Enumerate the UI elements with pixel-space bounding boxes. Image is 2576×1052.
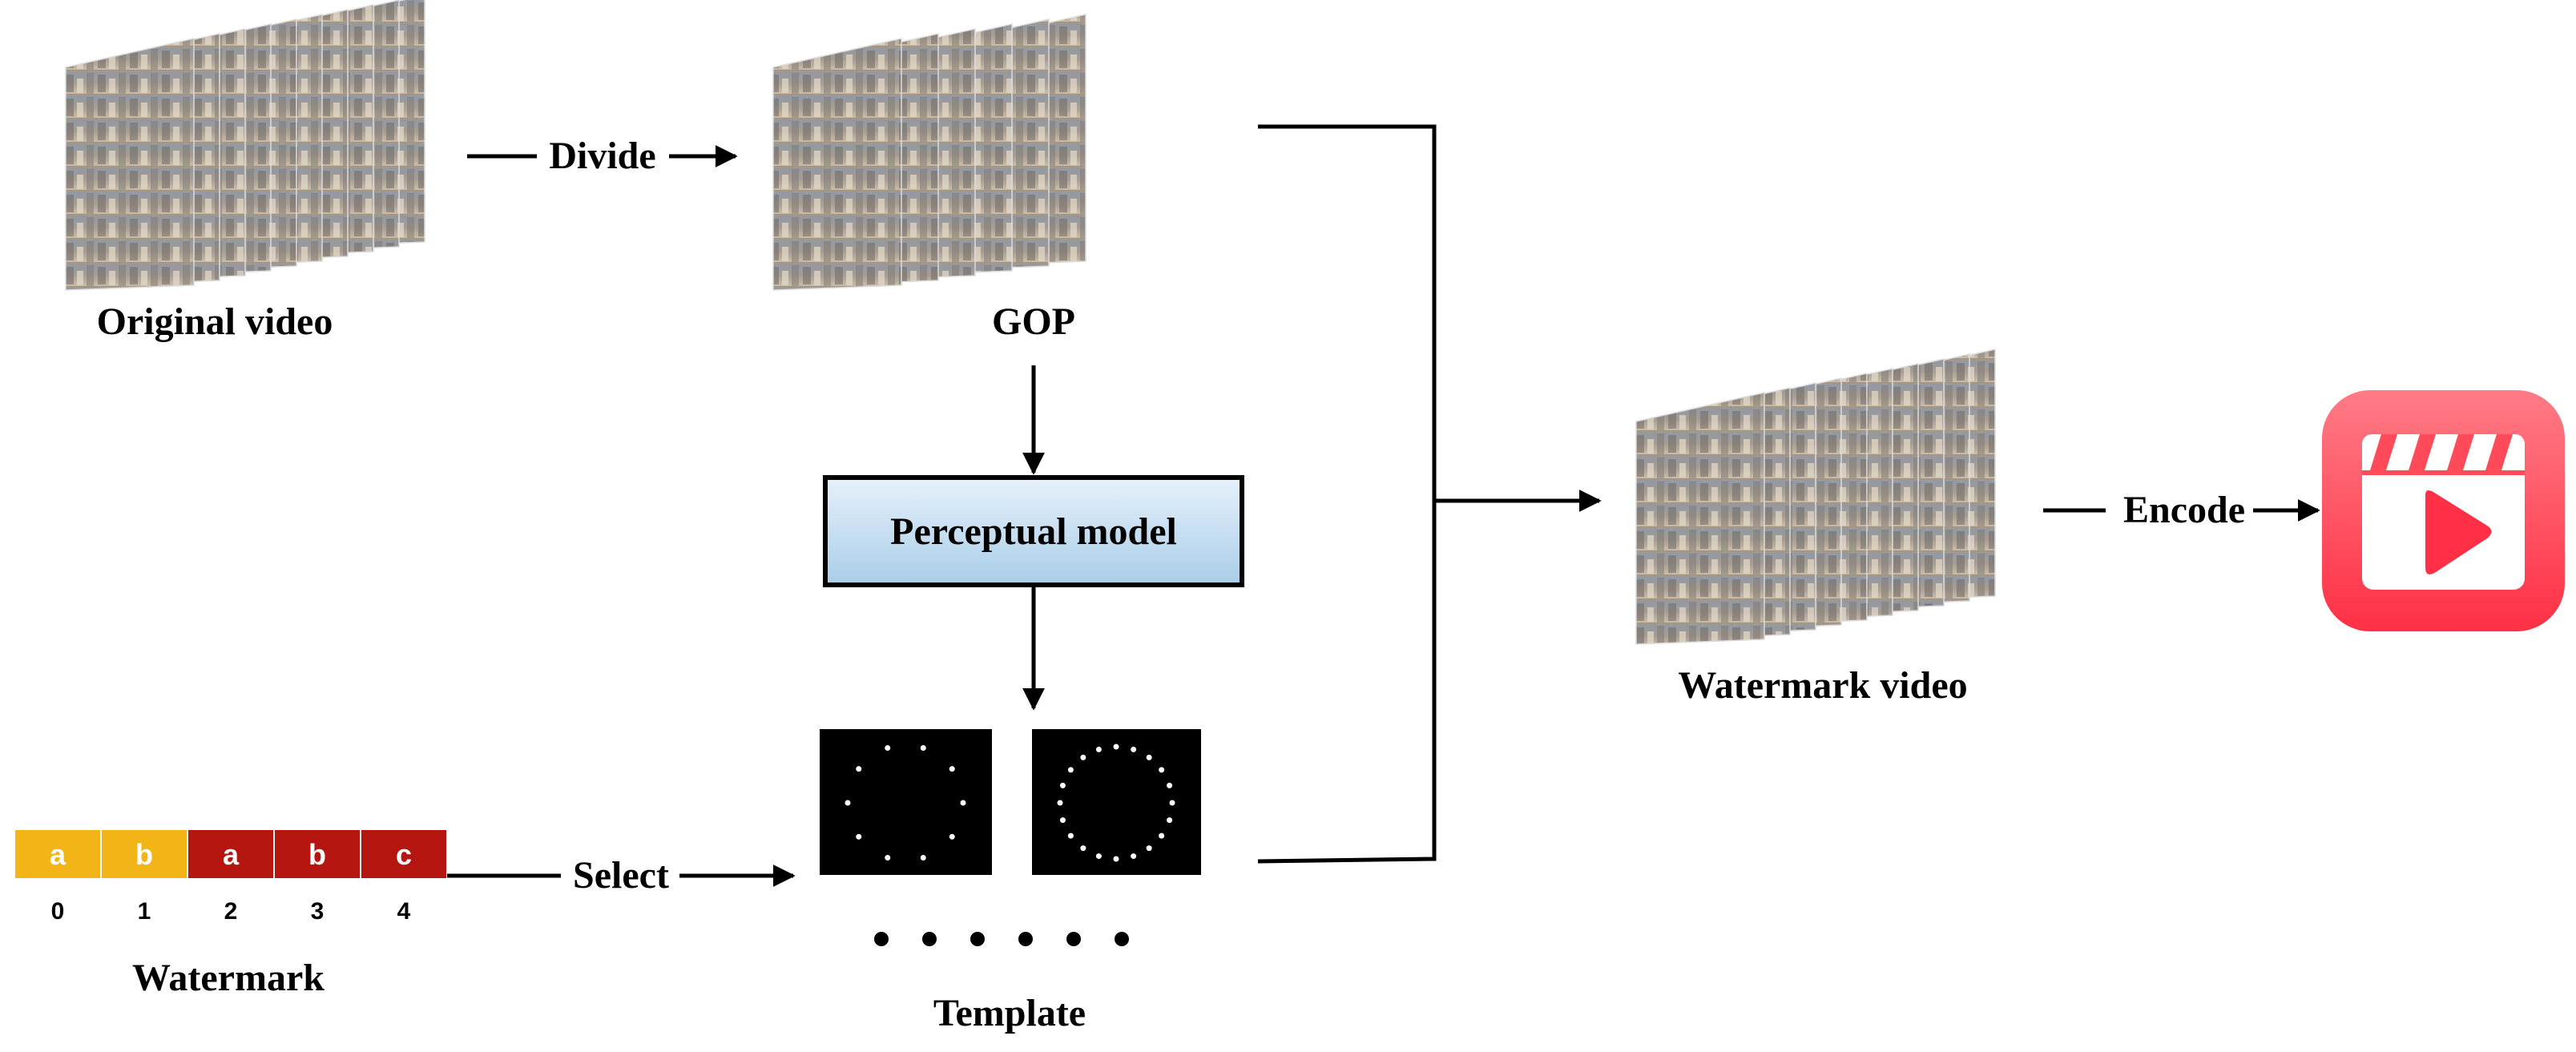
divide-label: Divide — [549, 135, 655, 177]
watermark-bit-index: 2 — [224, 898, 238, 925]
template-dot — [949, 766, 955, 772]
template-dot — [920, 745, 926, 752]
template-dot — [1159, 832, 1165, 839]
watermark-bit-index: 1 — [138, 898, 151, 925]
template-dot — [1080, 845, 1086, 852]
template-dot — [1131, 746, 1137, 752]
template-dot — [1067, 767, 1074, 773]
video-frame — [65, 38, 195, 291]
video-frame — [772, 38, 902, 291]
original-video-label: Original video — [97, 300, 333, 343]
divide-arrow: Divide — [467, 135, 738, 177]
watermark-video-frames — [1635, 349, 1996, 645]
template-dot — [885, 854, 891, 861]
template-dot — [885, 745, 891, 752]
template-dot — [1095, 853, 1102, 860]
more-templates-ellipsis — [874, 932, 1129, 946]
original-video-frames — [65, 0, 425, 291]
template-dot — [920, 854, 926, 861]
template-dot — [1167, 782, 1173, 788]
ellipsis-dot — [1066, 932, 1081, 946]
template-dot — [949, 833, 955, 840]
template-dot — [1067, 832, 1074, 839]
template-dot — [1057, 800, 1063, 806]
watermark-bit-letter: c — [396, 838, 412, 871]
watermark-bit-letter: a — [223, 838, 240, 871]
template-dot — [1059, 817, 1066, 824]
template-dot — [1080, 754, 1086, 760]
watermark-label: Watermark — [132, 957, 325, 999]
video-frame — [1635, 392, 1765, 645]
watermark-bit-cell: a — [187, 828, 275, 880]
template-dot — [856, 766, 862, 772]
watermark-bit-cell: a — [14, 828, 102, 880]
watermark-bit-cell: c — [360, 828, 448, 880]
template-dot — [1169, 800, 1175, 806]
watermark-bits-bar: a 0 b 1 a 2 b 3 c 4 — [14, 828, 448, 925]
ellipsis-dot — [970, 932, 985, 946]
template-dot — [1146, 845, 1152, 852]
perceptual-model-label: Perceptual model — [890, 510, 1177, 553]
perceptual-model-box: Perceptual model — [823, 475, 1244, 587]
template-dense — [1032, 729, 1201, 875]
watermark-bit-cell: b — [273, 828, 361, 880]
watermark-bit-index: 0 — [51, 898, 65, 925]
watermark-bit-index: 4 — [397, 898, 411, 925]
template-dot — [1113, 856, 1119, 862]
encode-arrow: Encode — [2043, 489, 2320, 531]
ellipsis-dot — [922, 932, 937, 946]
merge-connector — [1257, 124, 1602, 864]
gop-label: GOP — [992, 300, 1075, 343]
encode-label: Encode — [2123, 489, 2245, 531]
template-dot — [1146, 754, 1152, 760]
template-label: Template — [933, 992, 1086, 1034]
template-dot — [1131, 853, 1137, 860]
watermark-bit-letter: b — [308, 838, 326, 871]
ellipsis-dot — [1018, 932, 1033, 946]
template-dot — [1159, 767, 1165, 773]
watermark-bit-cell: b — [100, 828, 188, 880]
watermark-bit-index: 3 — [311, 898, 325, 925]
watermark-bit-letter: b — [135, 838, 153, 871]
template-dot — [960, 800, 966, 806]
select-arrow: Select — [447, 854, 796, 897]
template-sparse — [820, 729, 992, 875]
ellipsis-dot — [874, 932, 889, 946]
ellipsis-dot — [1115, 932, 1129, 946]
template-dot — [856, 833, 862, 840]
gop-frames — [772, 14, 1086, 291]
template-dot — [1113, 744, 1119, 750]
watermark-bit-letter: a — [50, 838, 67, 871]
select-label: Select — [573, 854, 669, 897]
template-dot — [1167, 817, 1173, 824]
template-dot — [1095, 746, 1102, 752]
template-dot — [845, 800, 851, 806]
template-dot — [1059, 782, 1066, 788]
watermark-video-label: Watermark video — [1678, 664, 1967, 707]
video-clapperboard-play-icon — [2322, 390, 2565, 631]
